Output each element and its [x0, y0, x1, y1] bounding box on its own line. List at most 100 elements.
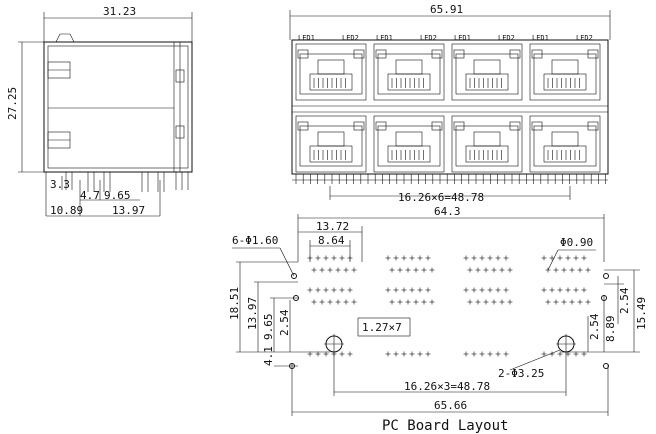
pad-marker — [405, 267, 411, 273]
pad-marker — [581, 287, 587, 293]
pad-marker — [487, 287, 493, 293]
led-label: LED1 — [532, 34, 549, 42]
pad-marker — [413, 299, 419, 305]
side-width-label: 31.23 — [103, 5, 136, 18]
pad-marker — [565, 255, 571, 261]
led-icon — [353, 49, 365, 59]
pcb-left-label-3: 2.54 — [278, 309, 291, 336]
pad-marker — [471, 351, 477, 357]
pad-marker — [479, 255, 485, 261]
led-icon — [297, 49, 309, 59]
side-view: 31.23 27.25 — [6, 5, 193, 217]
pad-marker — [483, 299, 489, 305]
pad-marker — [499, 267, 505, 273]
pad-marker — [307, 351, 313, 357]
pad-marker — [351, 299, 357, 305]
mount-pin-hole — [293, 295, 299, 301]
pcb-right-label-0: 15.49 — [635, 297, 648, 330]
pad-marker — [471, 287, 477, 293]
pad-marker — [401, 287, 407, 293]
mount-pin-hole — [603, 273, 609, 279]
pad-marker — [503, 351, 509, 357]
pad-marker — [581, 255, 587, 261]
led-label: LED2 — [342, 34, 359, 42]
pad-marker — [335, 299, 341, 305]
pcb-left-label-2: 9.65 — [262, 314, 275, 341]
pad-marker — [405, 299, 411, 305]
pad-marker — [561, 267, 567, 273]
pad-marker — [429, 267, 435, 273]
pad-marker — [541, 351, 547, 357]
pad-marker — [425, 255, 431, 261]
pad-marker — [483, 267, 489, 273]
pad-marker — [553, 267, 559, 273]
led-icon — [587, 121, 599, 131]
pad-marker — [385, 351, 391, 357]
led-icon — [431, 49, 443, 59]
side-bottom-label-0: 3.3 — [50, 178, 70, 191]
pcb-left-hole-label: 6-Φ1.60 — [232, 234, 278, 247]
pad-marker — [331, 255, 337, 261]
pad-marker — [339, 351, 345, 357]
pad-marker — [549, 287, 555, 293]
pad-marker — [487, 255, 493, 261]
pad-marker — [491, 299, 497, 305]
pad-marker — [569, 299, 575, 305]
pad-marker — [413, 267, 419, 273]
pcb-left-label-4: 4.1 — [262, 346, 275, 366]
led-label: LED2 — [576, 34, 593, 42]
pad-marker — [393, 255, 399, 261]
led-icon — [453, 49, 465, 59]
front-pins — [295, 174, 606, 184]
pad-marker — [343, 299, 349, 305]
pad-marker — [561, 299, 567, 305]
front-width-label: 65.91 — [430, 3, 463, 16]
rj45-port — [373, 115, 445, 173]
pad-marker — [507, 267, 513, 273]
pad-marker — [573, 255, 579, 261]
led-icon — [453, 121, 465, 131]
pcb-width-label: 64.3 — [434, 205, 461, 218]
pad-marker — [421, 299, 427, 305]
pad-marker — [463, 287, 469, 293]
side-height-label: 27.25 — [6, 87, 19, 120]
pad-marker — [565, 351, 571, 357]
pad-marker — [425, 287, 431, 293]
pad-marker — [393, 351, 399, 357]
pcb-right-label-2: 8.89 — [604, 316, 617, 343]
pad-marker — [339, 287, 345, 293]
pad-marker — [507, 299, 513, 305]
pad-marker — [467, 299, 473, 305]
pad-marker — [471, 255, 477, 261]
pad-marker — [417, 351, 423, 357]
led-icon — [531, 49, 543, 59]
pad-marker — [463, 255, 469, 261]
pad-marker — [557, 351, 563, 357]
rj45-port: LED1 LED2 — [295, 34, 367, 101]
pad-marker — [323, 255, 329, 261]
pad-marker — [339, 255, 345, 261]
pad-marker — [327, 299, 333, 305]
led-label: LED1 — [298, 34, 315, 42]
pad-marker — [421, 267, 427, 273]
pcb-top-label-0: 13.72 — [316, 220, 349, 233]
pad-marker — [389, 267, 395, 273]
led-icon — [509, 121, 521, 131]
pcb-right-label-3: 2.54 — [588, 313, 601, 340]
pad-marker — [319, 267, 325, 273]
pad-marker — [315, 287, 321, 293]
pad-marker — [495, 287, 501, 293]
pad-marker — [323, 351, 329, 357]
pad-marker — [385, 255, 391, 261]
led-label: LED2 — [498, 34, 515, 42]
pad-marker — [553, 299, 559, 305]
pad-marker — [463, 351, 469, 357]
pcb-layout: 64.3 13.72 8.64 6-Φ1.60 Φ0.90 18.51 13.9… — [228, 205, 648, 434]
led-icon — [375, 121, 387, 131]
pad-marker — [475, 299, 481, 305]
pad-marker — [495, 351, 501, 357]
pad-marker — [401, 255, 407, 261]
